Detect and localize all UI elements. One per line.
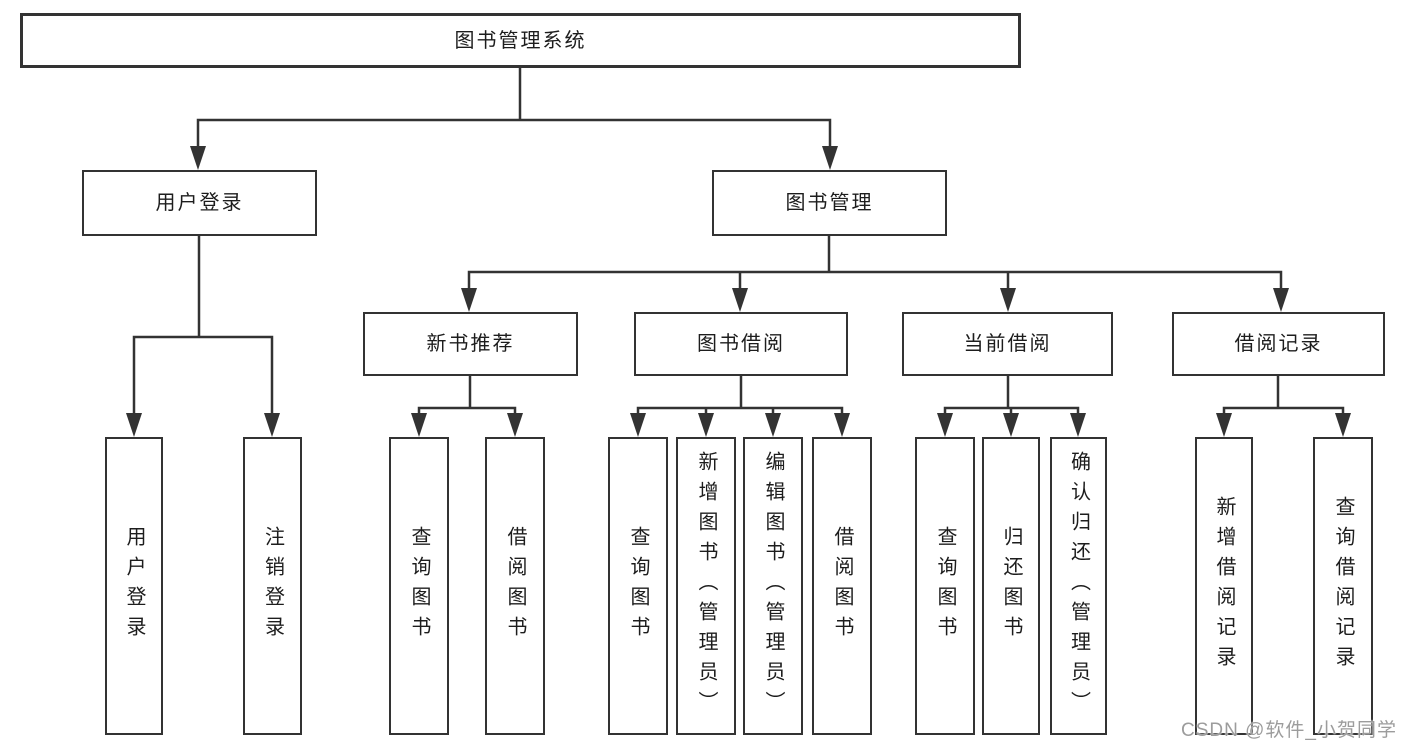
- node-label: 确认归还（管理员）: [1067, 451, 1090, 721]
- node-label: 用户登录: [155, 192, 244, 214]
- leaf-add-borrow-record: 新增借阅记录: [1195, 437, 1253, 735]
- node-library-system: 图书管理系统: [20, 13, 1021, 68]
- node-label: 新书推荐: [426, 333, 515, 355]
- node-label: 图书管理系统: [454, 29, 587, 52]
- leaf-query-books-borrow: 查询图书: [608, 437, 668, 735]
- leaf-borrow-books: 借阅图书: [812, 437, 872, 735]
- node-label: 借阅图书: [504, 526, 526, 646]
- node-label: 编辑图书（管理员）: [762, 451, 784, 721]
- node-label: 注销登录: [261, 526, 284, 646]
- leaf-edit-book-admin: 编辑图书（管理员）: [743, 437, 803, 735]
- node-book-management: 图书管理: [712, 170, 947, 236]
- node-label: 新增借阅记录: [1213, 496, 1235, 676]
- node-label: 当前借阅: [963, 333, 1052, 355]
- csdn-watermark: CSDN @软件_小贺同学: [1181, 720, 1397, 741]
- node-label: 图书借阅: [697, 333, 785, 355]
- leaf-return-book: 归还图书: [982, 437, 1040, 735]
- leaf-logout: 注销登录: [243, 437, 302, 735]
- node-user-login-branch: 用户登录: [82, 170, 317, 236]
- node-new-book-recommend: 新书推荐: [363, 312, 578, 376]
- node-book-borrowing: 图书借阅: [634, 312, 848, 376]
- node-borrowing-records: 借阅记录: [1172, 312, 1385, 376]
- node-label: 查询借阅记录: [1332, 496, 1354, 676]
- node-label: 借阅记录: [1234, 333, 1323, 355]
- leaf-add-book-admin: 新增图书（管理员）: [676, 437, 736, 735]
- node-label: 查询图书: [408, 526, 430, 646]
- leaf-query-borrow-record: 查询借阅记录: [1313, 437, 1373, 735]
- connector-stems: [132, 66, 1345, 417]
- leaf-borrow-books-recommend: 借阅图书: [485, 437, 545, 735]
- node-label: 新增图书（管理员）: [695, 451, 717, 721]
- node-label: 查询图书: [627, 526, 649, 646]
- leaf-query-books-recommend: 查询图书: [389, 437, 449, 735]
- node-label: 图书管理: [785, 192, 874, 214]
- node-label: 借阅图书: [831, 526, 853, 646]
- node-label: 归还图书: [1000, 526, 1022, 646]
- node-label: 查询图书: [934, 526, 956, 646]
- leaf-query-books-current: 查询图书: [915, 437, 975, 735]
- leaf-user-login: 用户登录: [105, 437, 163, 735]
- arrowheads: [126, 146, 1351, 437]
- node-label: 用户登录: [123, 526, 145, 646]
- leaf-confirm-return-admin: 确认归还（管理员）: [1050, 437, 1107, 735]
- node-current-borrowing: 当前借阅: [902, 312, 1113, 376]
